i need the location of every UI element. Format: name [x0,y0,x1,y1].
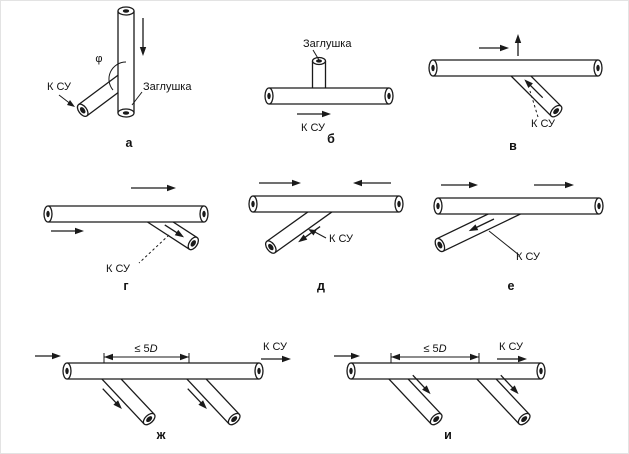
main-pipe [248,195,404,213]
dimension-label: ≤ 5D [423,343,446,355]
angle-arc [108,61,127,91]
su-connection-end [142,412,156,426]
caption-i: и [444,428,452,442]
flow-arrow [35,352,61,360]
pipe-end [264,87,274,105]
pipe-end [62,362,72,380]
su-connection-end [227,412,241,426]
branch-pipe [385,365,443,426]
flow-arrow [441,181,478,189]
flow-arrow [51,227,84,235]
su-connection-end [187,236,200,251]
dimension: ≤ 5D [103,343,190,363]
to-su-label: К СУ [329,233,354,245]
leader-arrow [308,229,327,239]
plug-label: Заглушка [143,81,192,93]
flow-arrow [261,355,291,363]
diagram-b: Заглушка К СУ б [264,38,394,146]
su-connection-end [434,237,446,253]
flow-arrow [297,110,331,118]
main-pipe [346,362,546,380]
caption-b: б [327,132,335,146]
leader-line [312,49,320,61]
caption-v: в [509,139,517,153]
pipe-end [536,362,546,380]
flow-arrow [131,184,176,192]
su-connection-end [429,412,443,426]
leader-line [488,230,520,256]
caption-d: д [317,279,325,293]
pipe-end [394,195,404,213]
su-connection-end [76,103,89,118]
su-connection-end [264,240,277,254]
main-pipe [428,59,603,77]
caption-g: г [123,279,128,293]
pipe-end [433,197,443,215]
caption-zh: ж [156,428,166,442]
plug-label: Заглушка [303,38,352,50]
pipe-end [311,56,327,66]
branch-flow-arrow [500,374,519,395]
flow-arrow [139,18,147,56]
pipe-end [346,362,356,380]
pipe-end [248,195,258,213]
main-pipe [433,197,604,215]
leader-arrow [58,94,75,107]
su-connection-end [517,412,531,426]
to-su-label: К СУ [499,341,524,353]
to-su-label: К СУ [301,122,326,134]
dimension: ≤ 5D [390,343,480,363]
flow-arrow [497,355,527,363]
leader-line [138,234,170,264]
flow-arrow [479,44,509,52]
branch-flow-arrow [468,218,495,232]
diagram-i: ≤ 5D К СУ и [334,341,546,442]
pipe-end [254,362,264,380]
flow-arrow [514,34,522,56]
pipe-end [117,6,135,16]
pipe-end [199,205,209,223]
flow-arrow [534,181,574,189]
branch-flow-arrow [102,388,122,410]
flow-arrow [334,352,360,360]
branch-pipe [98,365,156,426]
flow-arrow [259,179,301,187]
diagram-e: К СУ е [433,181,604,293]
pipe-end [117,108,135,118]
branch-flow-arrow [524,79,544,99]
diagram-v: К СУ в [428,34,603,153]
pipe-end [384,87,394,105]
main-pipe [43,205,209,223]
diagram-d: К СУ д [248,179,404,293]
diagram-a: φ К СУ Заглушка а [47,6,192,150]
branch-flow-arrow [187,388,207,410]
branch-flow-arrow [164,224,185,238]
leader-line [131,91,143,106]
caption-a: а [126,136,134,150]
main-pipe [264,87,394,105]
branch-flow-arrow [412,374,431,395]
flow-arrow [353,179,391,187]
phi-label: φ [95,53,102,65]
dimension-label: ≤ 5D [134,343,157,355]
caption-e: е [508,279,515,293]
su-connection-end [549,104,563,118]
pipe-end [594,197,604,215]
to-su-label: К СУ [531,118,556,130]
pipe-end [593,59,603,77]
pipe-end [43,205,53,223]
to-su-label: К СУ [263,341,288,353]
diagram-zh: ≤ 5D К СУ ж [35,341,291,442]
to-su-label: К СУ [47,81,72,93]
to-su-label: К СУ [106,263,131,275]
diagram-g: К СУ г [43,184,209,293]
main-pipe [62,362,264,380]
pipe-end [428,59,438,77]
to-su-label: К СУ [516,251,541,263]
